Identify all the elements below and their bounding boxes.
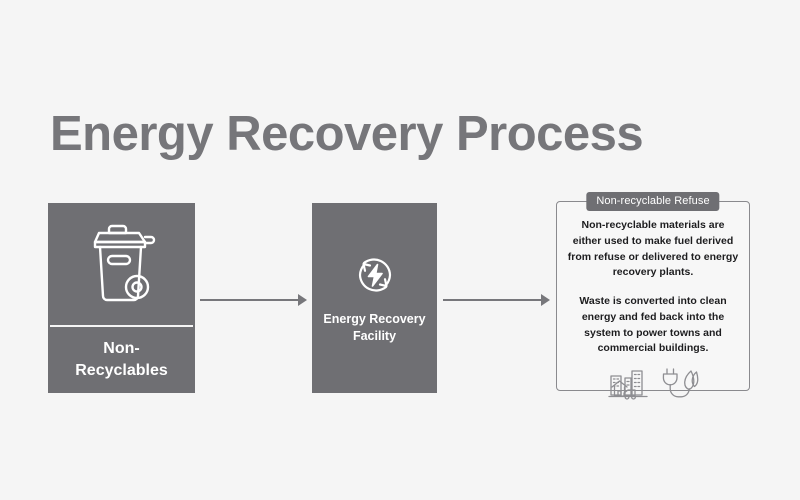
arrow-line bbox=[200, 299, 299, 301]
wheelie-bin-icon bbox=[85, 221, 159, 308]
panel-icon-row bbox=[567, 366, 739, 405]
panel-body: Non-recyclable materials are either used… bbox=[557, 202, 749, 405]
stage-facility-label: Energy Recovery Facility bbox=[323, 311, 426, 343]
power-plug-leaf-icon bbox=[661, 366, 699, 405]
stage-divider bbox=[50, 325, 193, 327]
arrow-right-icon-two bbox=[443, 293, 550, 307]
arrow-line bbox=[443, 299, 542, 301]
panel-paragraph-one: Non-recyclable materials are either used… bbox=[567, 219, 739, 279]
page-title: Energy Recovery Process bbox=[50, 107, 644, 161]
city-buildings-truck-icon bbox=[607, 366, 649, 405]
stage-non-recyclables: Non- Recyclables bbox=[48, 203, 195, 393]
arrow-head bbox=[298, 294, 307, 306]
arrow-head bbox=[541, 294, 550, 306]
stage-energy-recovery-facility: Energy Recovery Facility bbox=[312, 203, 437, 393]
energy-recycle-icon bbox=[352, 258, 398, 302]
stage-non-recyclable-refuse-panel: Non-recyclable Refuse Non-recyclable mat… bbox=[556, 192, 750, 400]
arrow-right-icon-one bbox=[200, 293, 307, 307]
stage-non-recyclables-icon-area bbox=[48, 203, 195, 325]
stage-non-recyclables-label-area: Non- Recyclables bbox=[48, 327, 195, 393]
stage-non-recyclables-label: Non- Recyclables bbox=[75, 340, 168, 379]
stage-facility-icon-area bbox=[352, 252, 398, 303]
panel-paragraph-two: Waste is converted into clean energy and… bbox=[579, 295, 727, 355]
panel-badge: Non-recyclable Refuse bbox=[586, 192, 720, 211]
